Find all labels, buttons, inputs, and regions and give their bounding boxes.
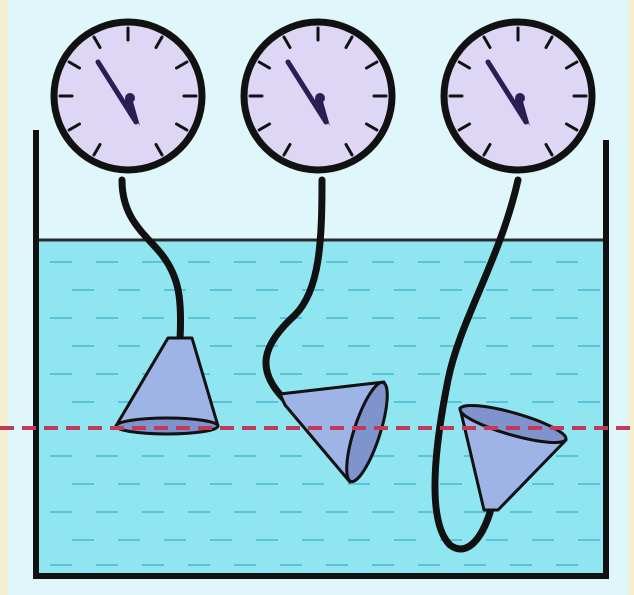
pressure-gauge-icon: [54, 22, 202, 170]
pressure-gauge-icon: [444, 22, 592, 170]
pressure-gauge-icon: [244, 22, 392, 170]
gauge-pivot: [315, 93, 325, 103]
gauge-pivot: [515, 93, 525, 103]
gauge-pivot: [125, 93, 135, 103]
